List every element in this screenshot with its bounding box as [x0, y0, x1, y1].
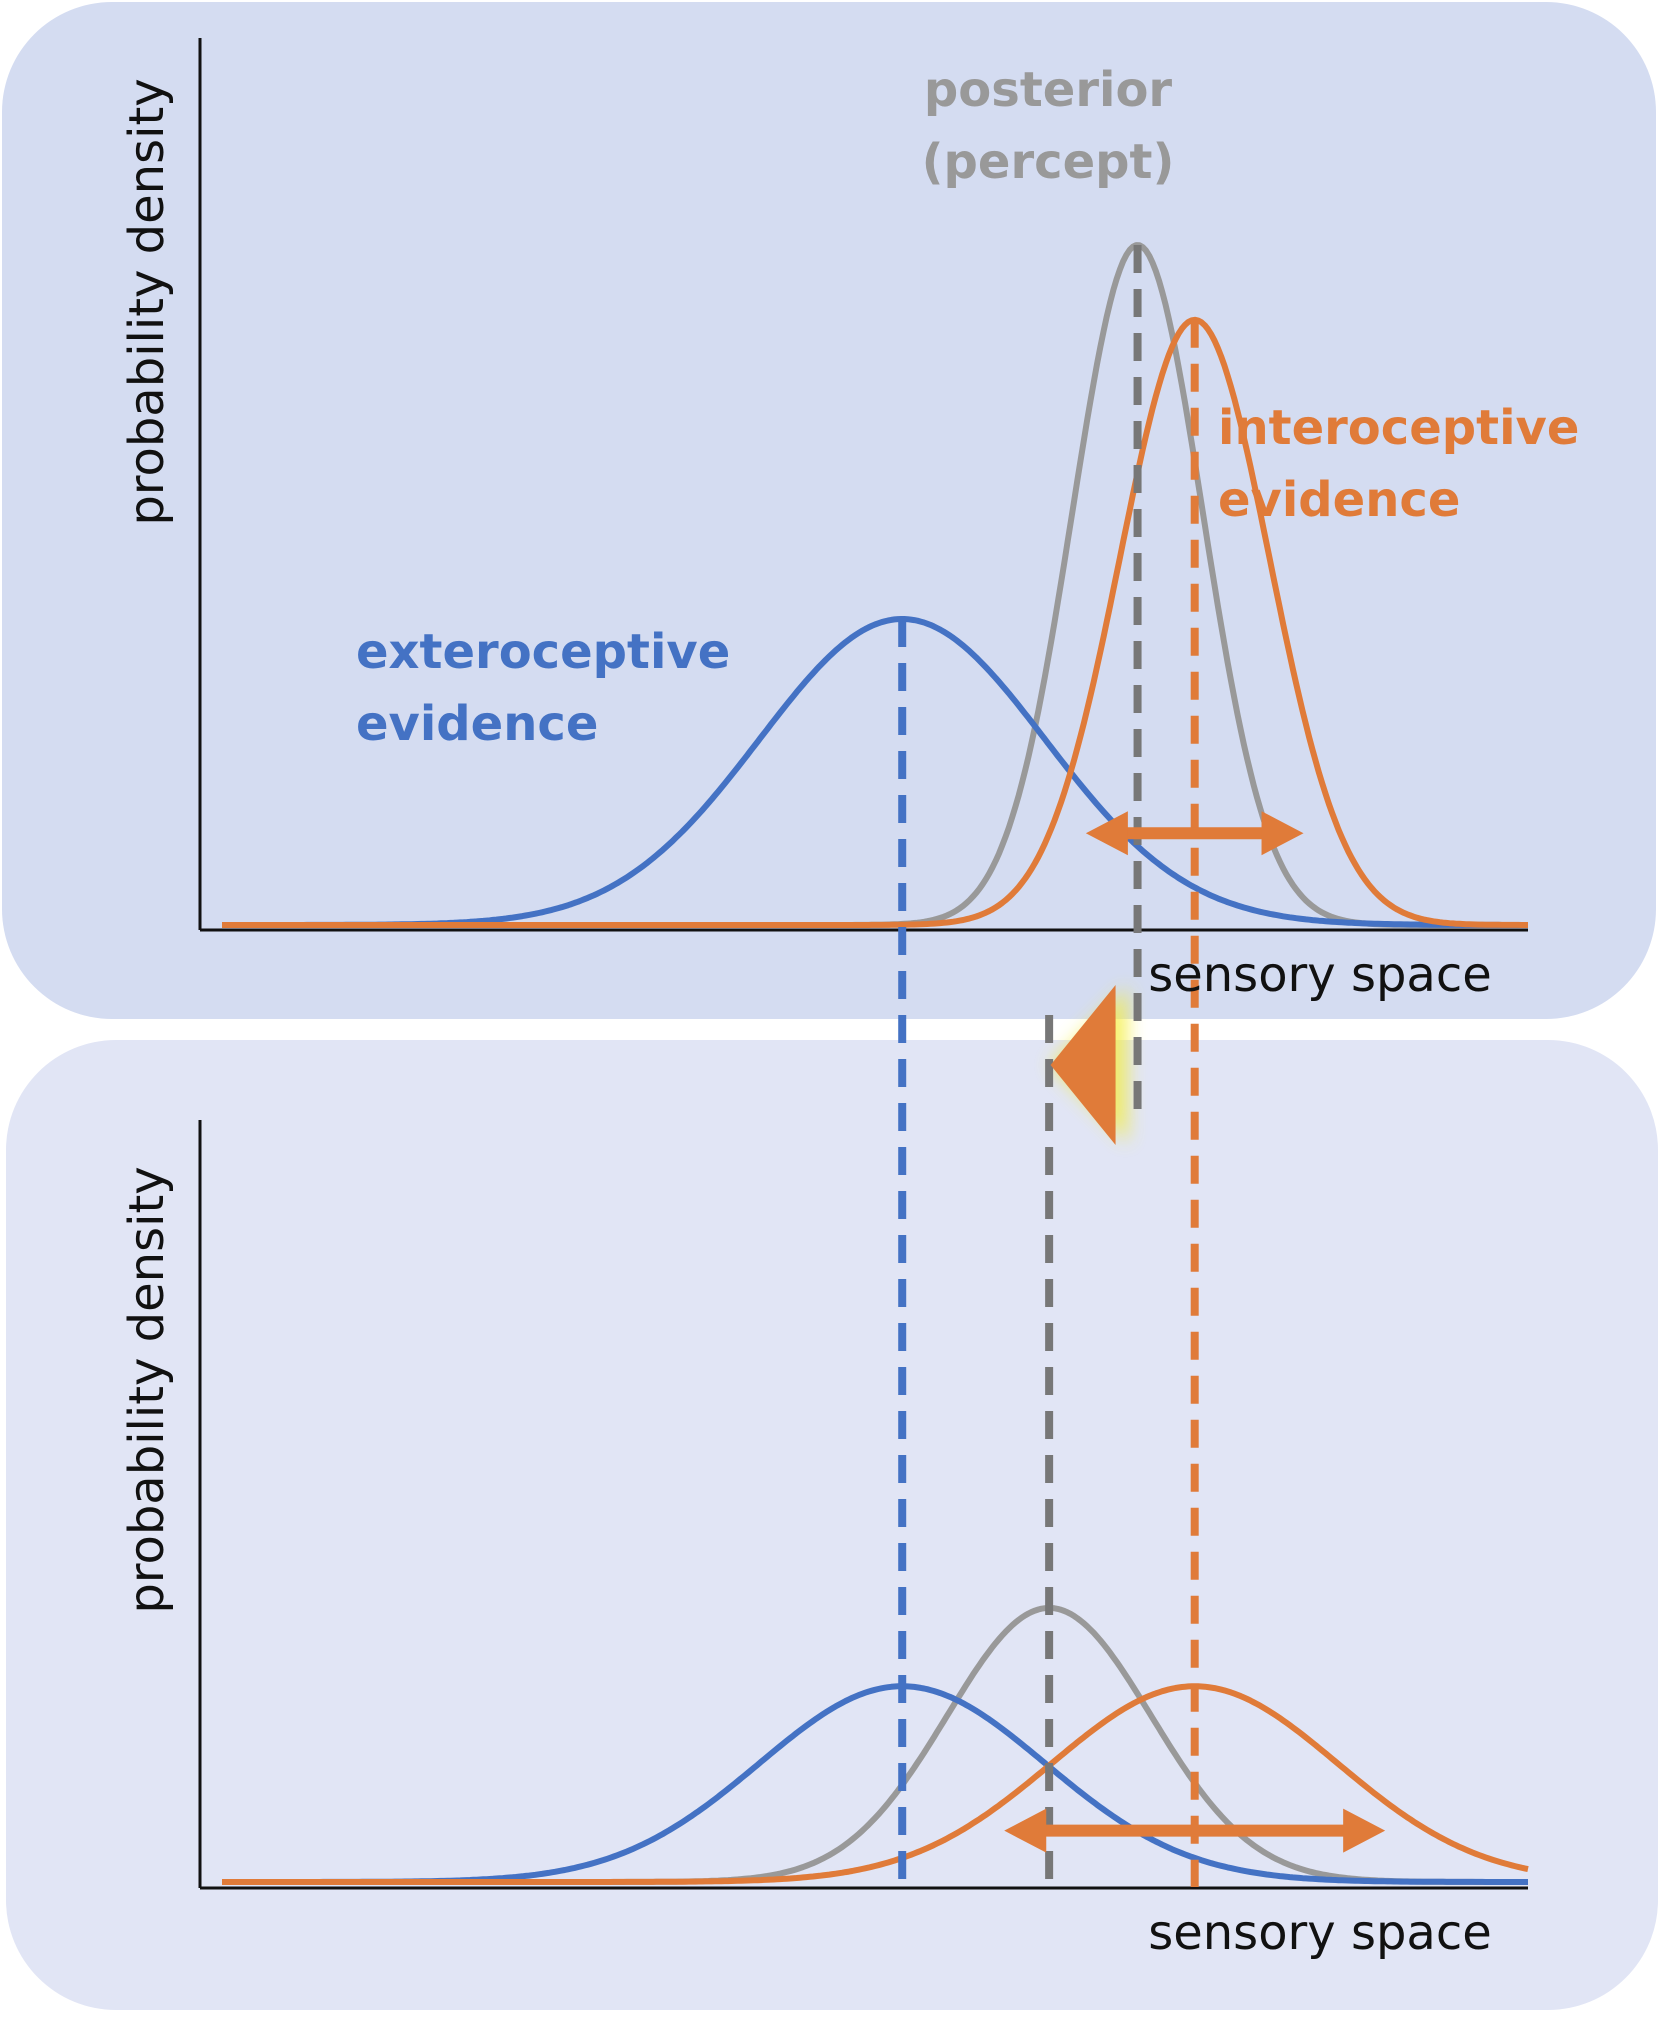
top-interoceptive-curve [222, 316, 1528, 928]
top-y-axis-label: probability density [119, 78, 175, 525]
exteroceptive-label: exteroceptive [356, 624, 730, 680]
arrows [1004, 811, 1386, 1853]
bottom-y-axis-label: probability density [119, 1166, 175, 1613]
bottom-spread-arrow-right-head [1343, 1808, 1386, 1853]
top-panel-background [2, 2, 1656, 1019]
density-curves [222, 242, 1529, 1885]
bottom-x-axis-label: sensory space [1148, 1905, 1492, 1961]
top-spread-arrow-right-head [1261, 811, 1304, 856]
bottom-axes [198, 1120, 1528, 1890]
top-x-axis-label: sensory space [1148, 947, 1492, 1003]
interoceptive-evidence-label: evidence [1218, 472, 1460, 528]
bottom-interoceptive-curve [222, 1683, 1529, 1885]
mean-dashed-lines [898, 245, 1199, 1892]
exteroceptive-evidence-label: evidence [356, 696, 598, 752]
posterior-label: posterior [924, 62, 1173, 118]
top-axes [198, 38, 1528, 932]
percept-label: (percept) [922, 134, 1175, 190]
interoceptive-label: interoceptive [1218, 400, 1579, 456]
bottom-spread-arrow-left-head [1004, 1808, 1047, 1853]
bottom-panel-background [6, 1040, 1658, 2010]
percept-shift-arrow [1050, 985, 1116, 1145]
top-spread-arrow-left-head [1085, 811, 1128, 856]
